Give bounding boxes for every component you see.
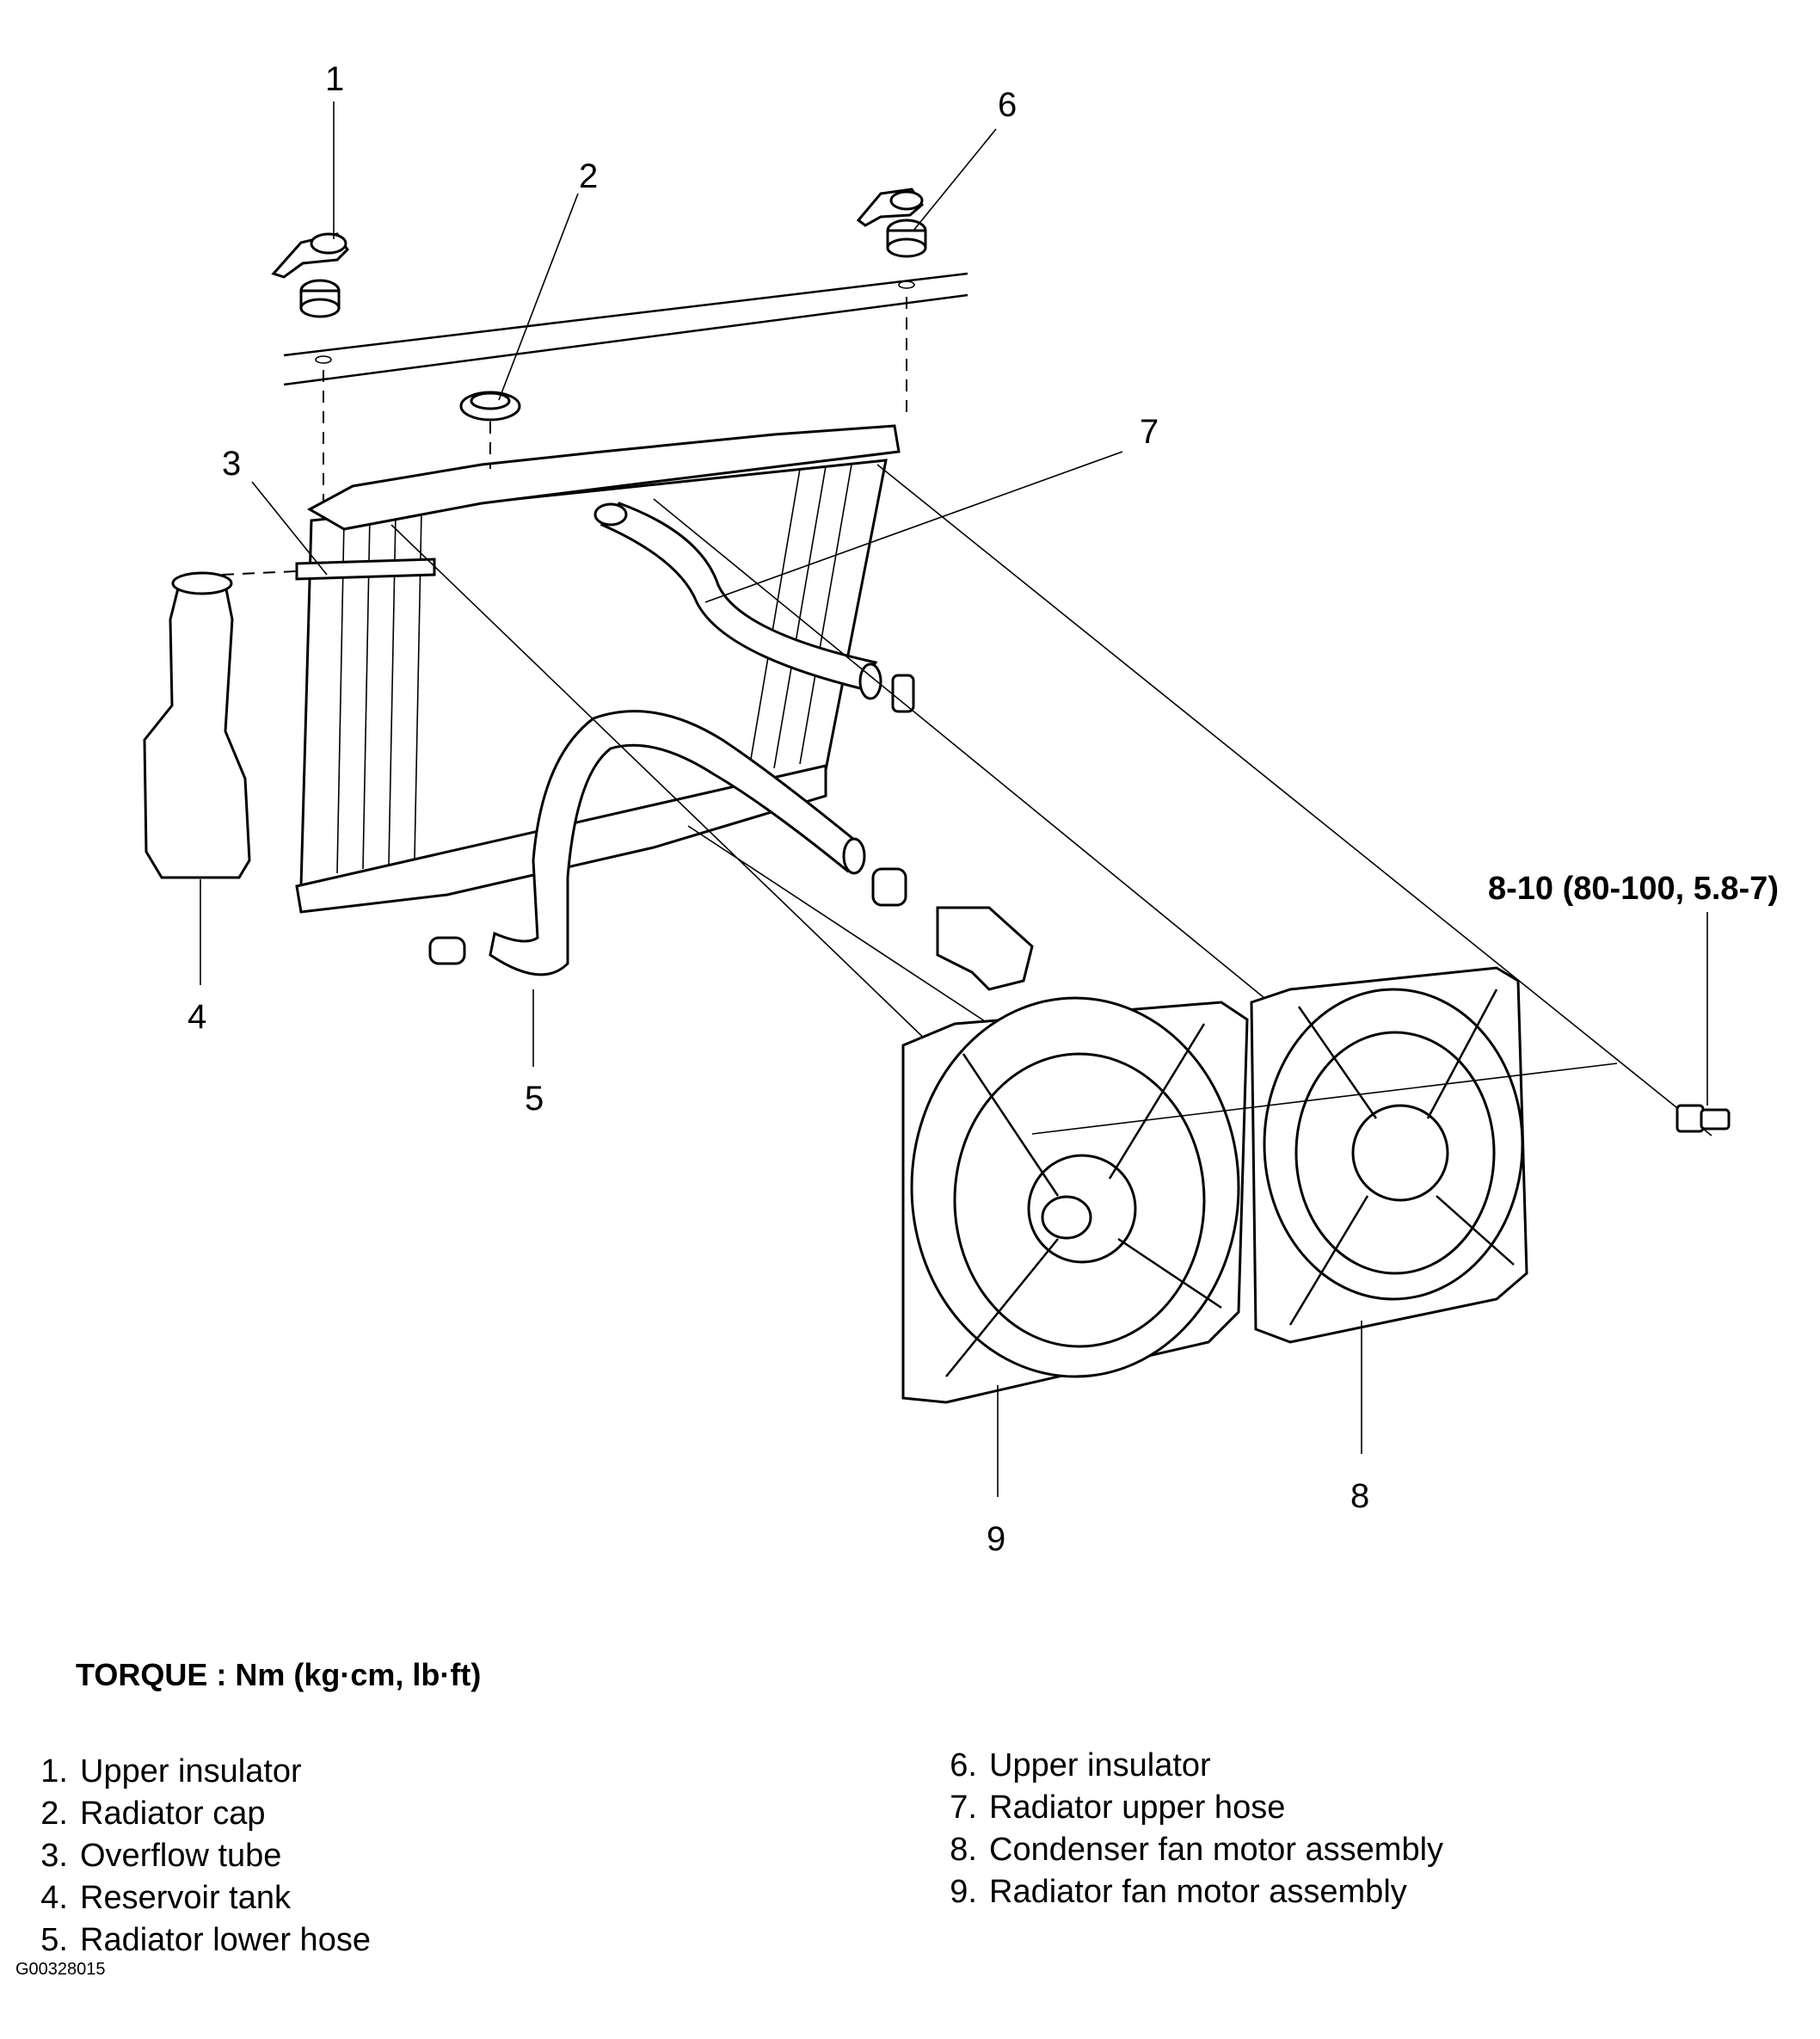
legend-item: 3.Overflow tube: [40, 1838, 282, 1874]
radiator-fan-motor-assembly: [901, 996, 1249, 1404]
exploded-diagram: 1 2 3 4 5 6 7 8 9 8-10 (80-100, 5.8-7): [143, 60, 1779, 1558]
legend-item: 1.Upper insulator: [40, 1753, 302, 1790]
legend-item: 9.Radiator fan motor assembly: [950, 1874, 1407, 1910]
parts-legend-left: 1.Upper insulator 2.Radiator cap 3.Overf…: [22, 1751, 371, 1962]
upper-insulator-right: [856, 188, 927, 289]
parts-legend-right: 6.Upper insulator 7.Radiator upper hose …: [932, 1745, 1443, 1913]
callout-9: 9: [987, 1520, 1005, 1558]
upper-insulator-left: [271, 232, 349, 364]
radiator-cap: [459, 391, 521, 469]
callout-1: 1: [325, 60, 344, 98]
hose-clamps: [871, 867, 1034, 991]
reservoir-tank: [143, 571, 251, 879]
legend-item: 8.Condenser fan motor assembly: [950, 1832, 1444, 1868]
mounting-bolt: [1676, 1104, 1731, 1133]
legend-item: 6.Upper insulator: [950, 1747, 1211, 1783]
radiator-lower-hose: [428, 710, 866, 976]
guide-lines: [390, 464, 1712, 1137]
callout-7: 7: [1140, 413, 1159, 451]
callout-4: 4: [188, 998, 206, 1036]
overflow-tube: [221, 557, 436, 581]
radiator-upper-hose: [593, 502, 915, 713]
callout-5: 5: [525, 1080, 544, 1118]
bolt-torque-spec: 8-10 (80-100, 5.8-7): [1488, 871, 1779, 907]
legend-item: 2.Radiator cap: [40, 1796, 266, 1832]
callout-6: 6: [998, 86, 1017, 124]
callout-3: 3: [222, 445, 241, 483]
legend-item: 4.Reservoir tank: [40, 1880, 291, 1916]
legend-item: 7.Radiator upper hose: [950, 1790, 1286, 1826]
callout-2: 2: [579, 157, 598, 195]
figure-code: G00328015: [15, 1960, 106, 1979]
torque-heading: TORQUE : Nm (kg·cm, lb·ft): [76, 1657, 482, 1692]
radiator-support-bar: [283, 272, 968, 386]
condenser-fan-motor-assembly: [1250, 966, 1528, 1344]
leader-lines: [200, 102, 1708, 1497]
legend-item: 5.Radiator lower hose: [40, 1922, 371, 1958]
callout-8: 8: [1350, 1477, 1369, 1515]
